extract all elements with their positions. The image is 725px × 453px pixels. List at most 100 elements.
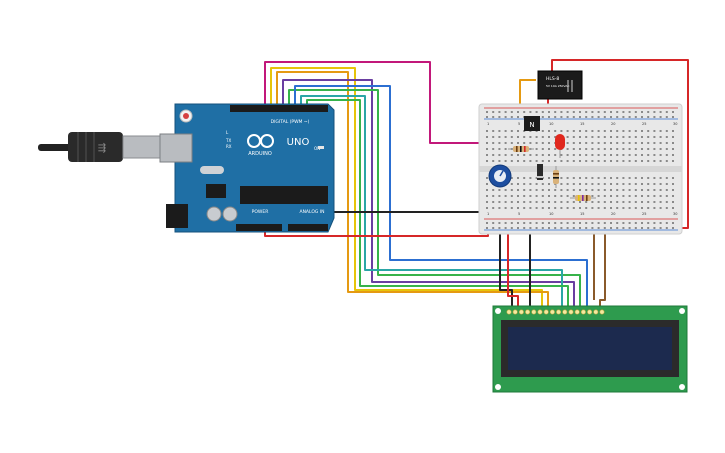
breadboard-hole xyxy=(585,183,588,185)
breadboard-hole xyxy=(634,177,637,179)
lcd-pin xyxy=(587,309,593,315)
breadboard-hole xyxy=(622,195,625,197)
breadboard-column-number: 5 xyxy=(518,122,520,126)
breadboard-hole xyxy=(517,142,519,144)
breadboard-hole xyxy=(560,195,563,197)
breadboard-hole xyxy=(541,183,544,185)
wire-purple xyxy=(282,79,575,308)
breadboard-hole xyxy=(486,183,488,185)
breadboard-hole xyxy=(572,136,575,138)
breadboard-hole xyxy=(622,154,625,156)
breadboard-hole xyxy=(653,201,656,203)
breadboard-column-number: 5 xyxy=(518,212,520,216)
breadboard-hole xyxy=(597,160,600,162)
breadboard-hole xyxy=(585,148,588,150)
breadboard-column-number: 20 xyxy=(611,122,615,126)
breadboard-hole xyxy=(628,222,631,224)
breadboard-hole xyxy=(616,207,619,209)
breadboard-hole xyxy=(486,177,488,179)
breadboard-hole xyxy=(560,160,563,162)
relay-symbol xyxy=(567,80,573,92)
breadboard-hole xyxy=(585,142,588,144)
breadboard-hole xyxy=(653,154,656,156)
breadboard-hole xyxy=(659,116,662,118)
breadboard-hole xyxy=(541,195,544,197)
breadboard-column-number: 15 xyxy=(580,212,584,216)
breadboard-hole xyxy=(597,183,600,185)
breadboard-hole xyxy=(517,183,519,185)
breadboard-hole xyxy=(585,111,588,113)
breadboard-hole xyxy=(634,148,637,150)
breadboard-hole xyxy=(628,154,631,156)
breadboard-hole xyxy=(517,116,519,118)
breadboard-hole xyxy=(610,183,612,185)
breadboard-hole xyxy=(665,111,668,113)
breadboard-hole xyxy=(641,111,643,113)
breadboard-hole xyxy=(665,227,668,229)
breadboard-hole xyxy=(591,195,594,197)
breadboard-hole xyxy=(591,189,594,191)
breadboard-hole xyxy=(566,142,569,144)
breadboard-column-number: 15 xyxy=(580,122,584,126)
breadboard-hole xyxy=(504,207,507,209)
small-chip xyxy=(206,184,226,198)
breadboard-center-channel xyxy=(479,166,682,172)
breadboard-hole xyxy=(665,130,668,132)
breadboard-hole xyxy=(486,201,488,203)
breadboard-hole xyxy=(610,201,612,203)
breadboard-hole xyxy=(616,195,619,197)
breadboard-hole xyxy=(486,207,488,209)
breadboard-hole xyxy=(517,154,519,156)
breadboard-hole xyxy=(603,177,606,179)
power-label: POWER xyxy=(252,209,269,215)
breadboard-hole xyxy=(504,160,507,162)
breadboard-hole xyxy=(659,148,662,150)
wire-blue xyxy=(294,85,588,308)
lcd-mount-hole-bl xyxy=(495,384,501,390)
breadboard-hole xyxy=(647,195,650,197)
breadboard-hole xyxy=(579,154,581,156)
breadboard-hole xyxy=(603,111,606,113)
breadboard-hole xyxy=(523,160,526,162)
breadboard-hole xyxy=(659,160,662,162)
breadboard-hole xyxy=(603,195,606,197)
lcd-pin xyxy=(525,309,531,315)
usb-icon: ⇶ xyxy=(98,142,106,154)
breadboard-hole xyxy=(622,111,625,113)
breadboard-hole xyxy=(529,183,532,185)
breadboard-hole xyxy=(579,227,581,229)
diode-body xyxy=(537,164,543,180)
breadboard-hole xyxy=(597,207,600,209)
lcd-pin xyxy=(543,309,549,315)
breadboard-hole xyxy=(541,160,544,162)
breadboard-hole xyxy=(647,148,650,150)
breadboard-hole xyxy=(647,111,650,113)
lcd-display xyxy=(492,305,688,393)
lcd-mount-hole-tr xyxy=(679,308,685,314)
breadboard-hole xyxy=(486,154,488,156)
breadboard-hole xyxy=(616,183,619,185)
breadboard-hole xyxy=(486,130,488,132)
breadboard-hole xyxy=(535,154,538,156)
breadboard-hole xyxy=(672,148,674,150)
analog-header xyxy=(288,224,328,231)
breadboard-hole xyxy=(647,160,650,162)
breadboard-hole xyxy=(641,222,643,224)
breadboard-hole xyxy=(665,189,668,191)
breadboard-hole xyxy=(622,148,625,150)
breadboard-hole xyxy=(610,111,612,113)
breadboard-hole xyxy=(498,154,501,156)
breadboard-hole xyxy=(634,111,637,113)
breadboard-hole xyxy=(579,130,581,132)
breadboard-hole xyxy=(616,111,619,113)
breadboard-hole xyxy=(603,183,606,185)
breadboard-hole xyxy=(523,201,526,203)
breadboard-hole xyxy=(647,227,650,229)
potentiometer-indicator xyxy=(499,170,504,177)
breadboard-hole xyxy=(628,142,631,144)
breadboard-hole xyxy=(622,177,625,179)
breadboard-hole xyxy=(665,116,668,118)
usb-port xyxy=(159,133,193,163)
breadboard-hole xyxy=(572,154,575,156)
breadboard-hole xyxy=(510,201,513,203)
